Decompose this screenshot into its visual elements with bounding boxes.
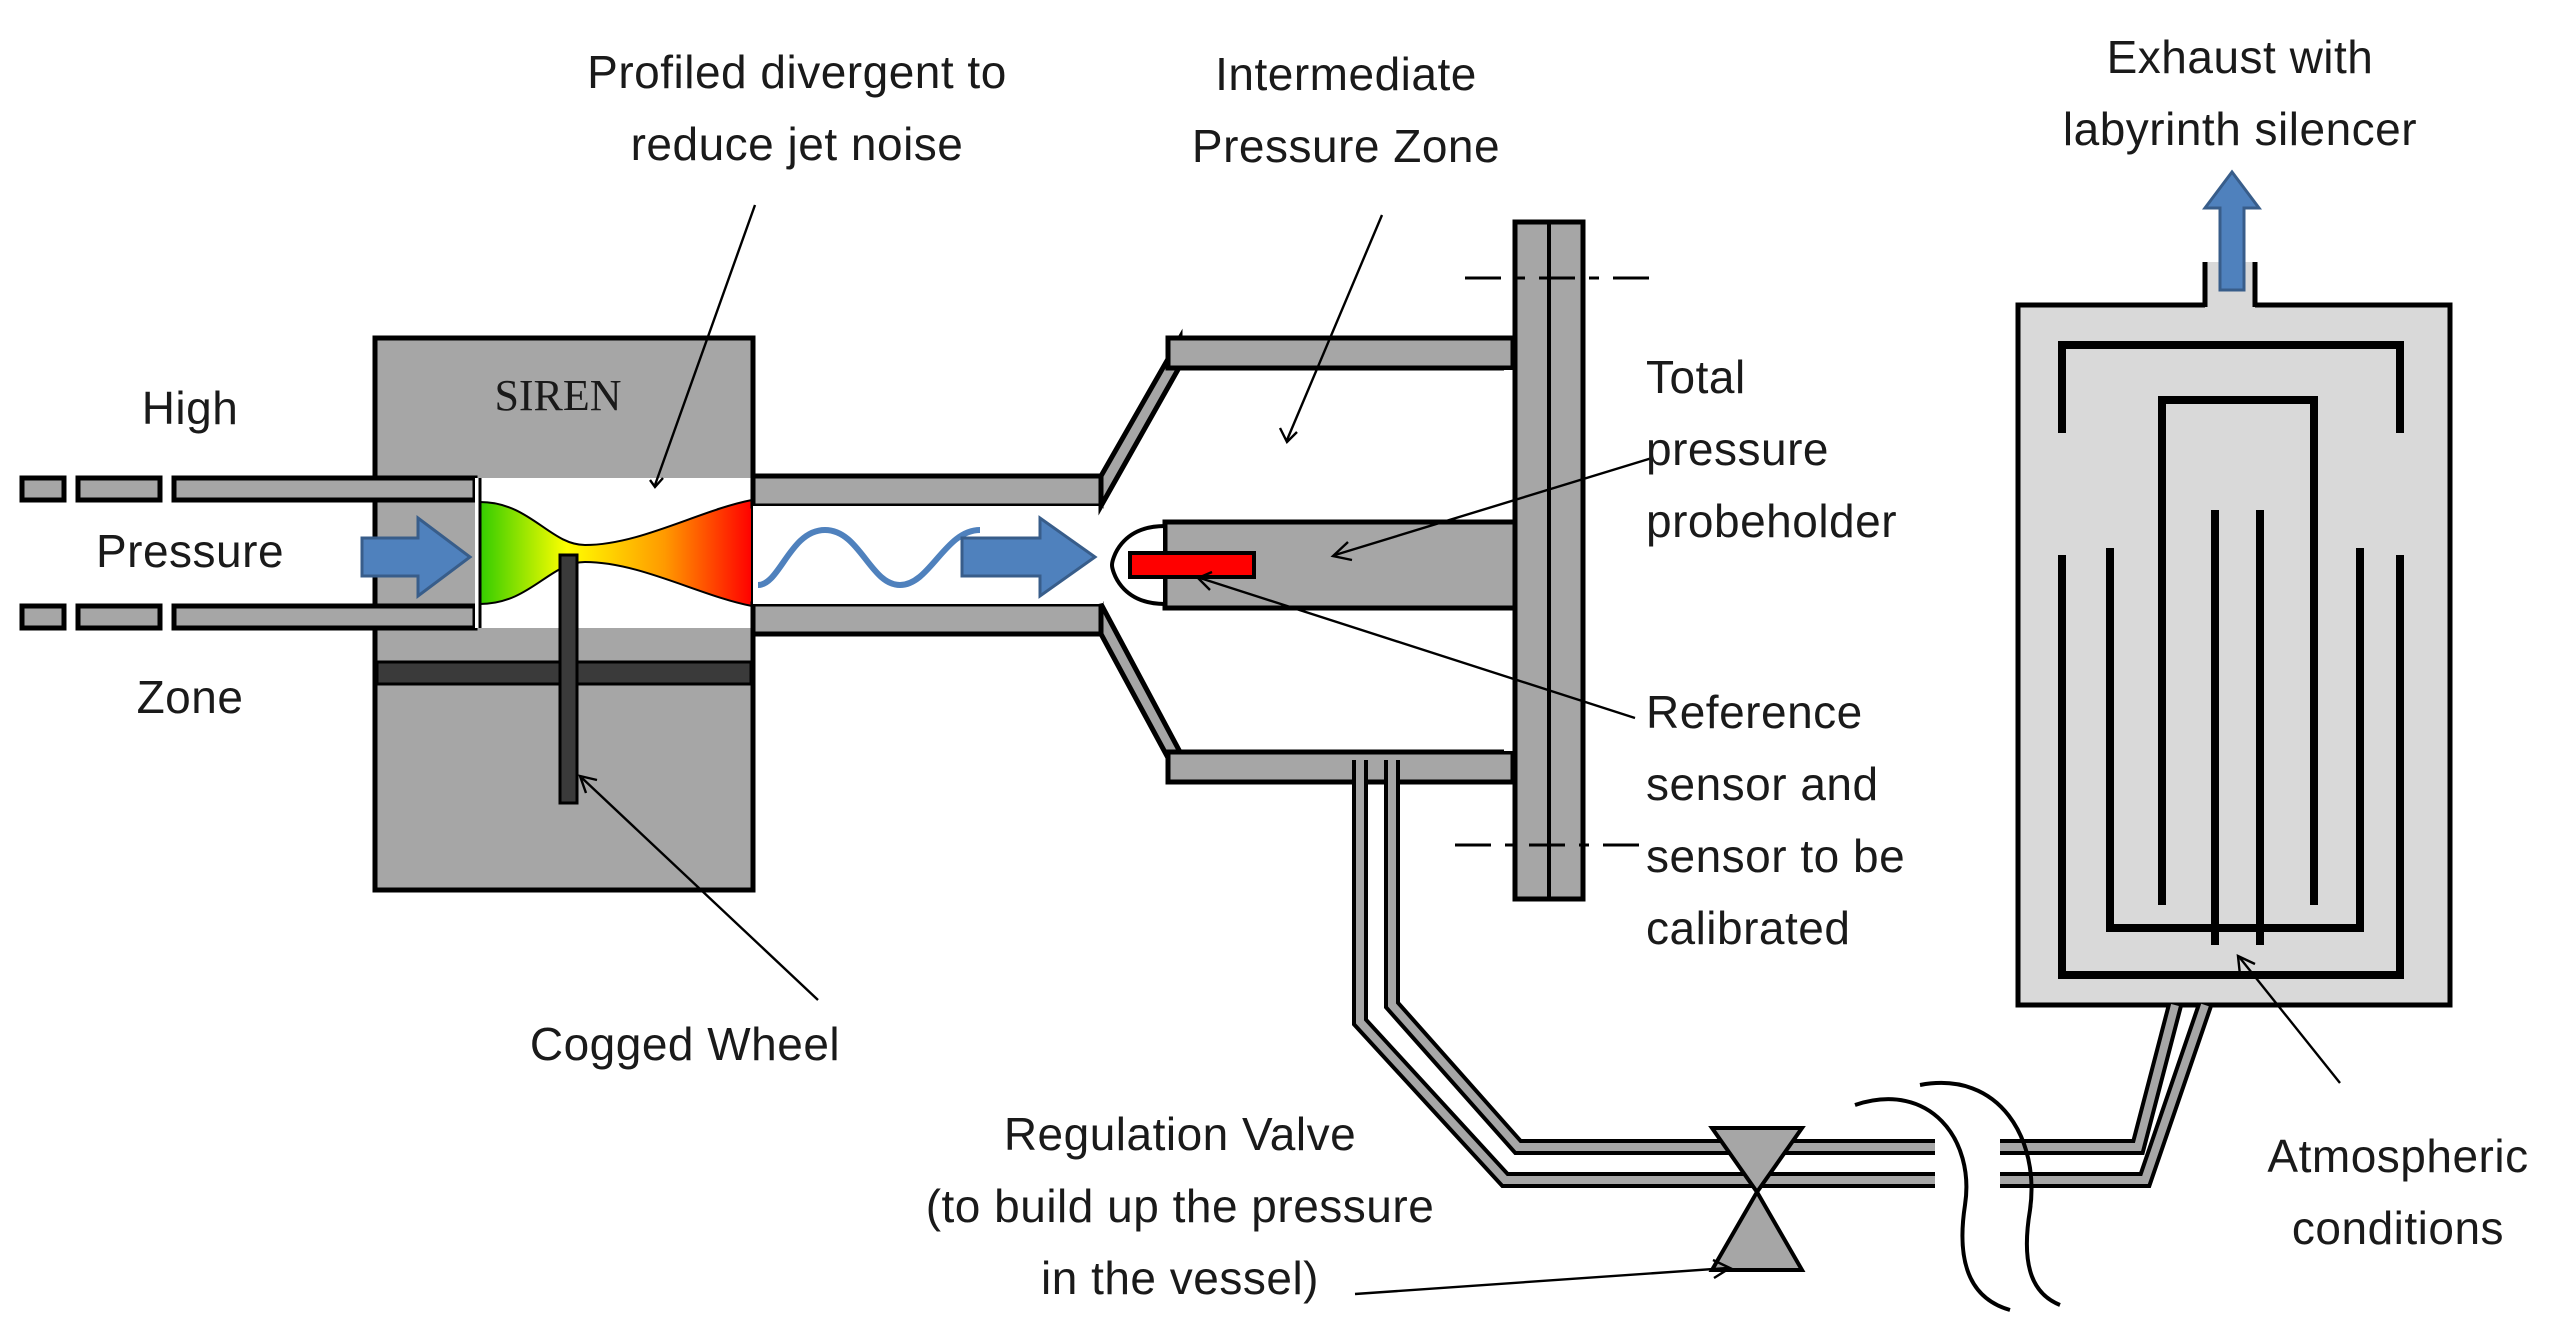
label-line: Atmospheric bbox=[2267, 1130, 2528, 1182]
exhaust-up-arrow-icon bbox=[2202, 169, 2262, 292]
flow-arrow-icon bbox=[960, 515, 1098, 599]
label-line: Pressure Zone bbox=[1192, 120, 1500, 172]
label-line: Exhaust with bbox=[2107, 31, 2374, 83]
label-line: sensor to be bbox=[1646, 830, 1905, 882]
valve-icon bbox=[1708, 1126, 1806, 1272]
label-intermediate-zone: Intermediate Pressure Zone bbox=[1192, 48, 1500, 172]
label-line: sensor and bbox=[1646, 758, 1879, 810]
label-line: labyrinth silencer bbox=[2063, 103, 2417, 155]
label-cogged-wheel: Cogged Wheel bbox=[530, 1018, 840, 1070]
label-line: in the vessel) bbox=[1041, 1252, 1319, 1304]
intermediate-chamber bbox=[1098, 219, 1650, 902]
label-line: Reference bbox=[1646, 686, 1863, 738]
labyrinth-silencer bbox=[2015, 262, 2453, 1008]
label-siren: SIREN bbox=[494, 371, 621, 420]
label-line: Profiled divergent to bbox=[587, 46, 1007, 98]
label-line: probeholder bbox=[1646, 495, 1897, 547]
label-probeholder: Total pressure probeholder bbox=[1646, 351, 1897, 547]
pipe-break-icon bbox=[1854, 1081, 2061, 1312]
regulation-tubing bbox=[1352, 760, 2213, 1210]
label-line: Regulation Valve bbox=[1004, 1108, 1356, 1160]
label-line: Pressure bbox=[96, 525, 284, 577]
label-line: calibrated bbox=[1646, 902, 1850, 954]
label-line: reduce jet noise bbox=[631, 118, 964, 170]
label-line: Intermediate bbox=[1215, 48, 1477, 100]
flow-arrow-icon bbox=[360, 515, 473, 599]
label-profiled-divergent: Profiled divergent to reduce jet noise bbox=[587, 46, 1007, 170]
label-line: pressure bbox=[1646, 423, 1829, 475]
reference-sensor bbox=[1128, 551, 1256, 579]
cogged-wheel bbox=[558, 553, 579, 805]
label-atmospheric: Atmospheric conditions bbox=[2267, 1130, 2528, 1254]
acoustic-wave-icon bbox=[757, 526, 981, 589]
label-line: High bbox=[142, 382, 239, 434]
label-exhaust: Exhaust with labyrinth silencer bbox=[2063, 31, 2417, 155]
label-reference-sensor: Reference sensor and sensor to be calibr… bbox=[1646, 686, 1905, 954]
leader-lines bbox=[578, 204, 2341, 1296]
label-regulation-valve: Regulation Valve (to build up the pressu… bbox=[926, 1108, 1435, 1304]
label-line: conditions bbox=[2292, 1202, 2504, 1254]
label-line: (to build up the pressure bbox=[926, 1180, 1435, 1232]
label-line: Zone bbox=[137, 671, 244, 723]
label-line: Total bbox=[1646, 351, 1746, 403]
label-high-pressure-zone: High Pressure Zone bbox=[96, 382, 284, 723]
